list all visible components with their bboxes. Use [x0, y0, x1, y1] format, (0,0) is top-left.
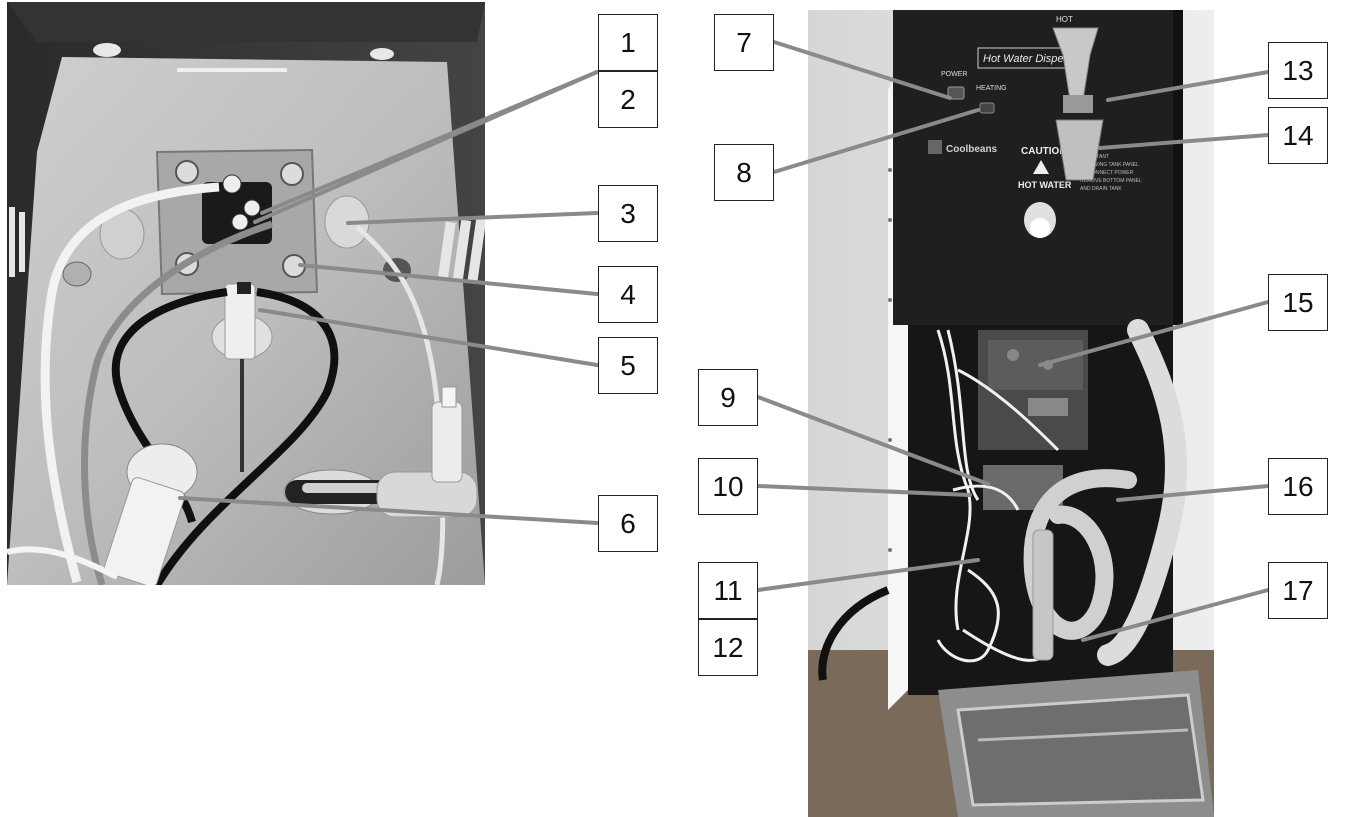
hot-label: HOT — [1056, 15, 1073, 24]
leader-line-4 — [298, 263, 599, 296]
hot-water-label: HOT WATER — [1018, 180, 1072, 190]
heating-label: HEATING — [976, 85, 1007, 92]
callout-16: 16 — [1268, 458, 1328, 515]
callout-6: 6 — [598, 495, 658, 552]
leader-line-3 — [346, 211, 599, 225]
leader-line-14 — [1098, 133, 1270, 150]
leader-line-10 — [756, 484, 972, 497]
callout-7: 7 — [714, 14, 774, 71]
leader-line-16 — [1116, 484, 1270, 502]
panel-title: Hot Water Dispenser — [983, 53, 1086, 65]
callout-9: 9 — [698, 369, 758, 426]
leader-line-17 — [1081, 588, 1270, 642]
important-line-2: REMOVING TANK PANEL — [1080, 162, 1139, 168]
callout-17: 17 — [1268, 562, 1328, 619]
callout-5: 5 — [598, 337, 658, 394]
important-line-3: DISCONNECT POWER — [1080, 170, 1134, 176]
leader-line-6 — [178, 496, 599, 525]
important-line-5: AND DRAIN TANK — [1080, 186, 1122, 192]
callout-8: 8 — [714, 144, 774, 201]
leader-line-7 — [772, 40, 952, 100]
leader-line-8 — [772, 108, 980, 174]
callout-14: 14 — [1268, 107, 1328, 164]
leader-line-15 — [1038, 300, 1270, 367]
callout-13: 13 — [1268, 42, 1328, 99]
callout-15: 15 — [1268, 274, 1328, 331]
callout-4: 4 — [598, 266, 658, 323]
callout-10: 10 — [698, 458, 758, 515]
leader-line-2 — [253, 70, 599, 224]
important-line-4: REMOVE BOTTOM PANEL — [1080, 178, 1142, 184]
callout-3: 3 — [598, 185, 658, 242]
caution-label: CAUTION — [1021, 146, 1067, 157]
callout-11: 11 — [698, 562, 758, 619]
leader-line-5 — [258, 308, 599, 367]
tank-top-photo — [7, 2, 485, 585]
leader-line-13 — [1106, 70, 1270, 102]
callout-12: 12 — [698, 619, 758, 676]
power-label: POWER — [941, 71, 967, 78]
leader-line-11 — [756, 558, 980, 592]
leader-line-9 — [756, 395, 990, 486]
callout-2: 2 — [598, 71, 658, 128]
callout-1: 1 — [598, 14, 658, 71]
brand-label: Coolbeans — [946, 144, 998, 155]
